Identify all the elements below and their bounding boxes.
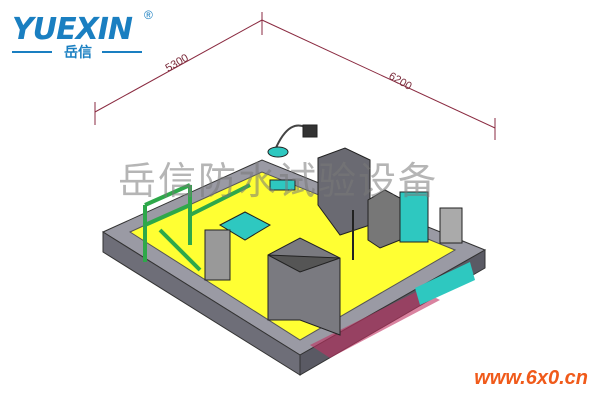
watermark-text: 岳信防水试验设备 <box>118 159 439 203</box>
logo-divider-right <box>102 51 142 53</box>
dimension-length: 6200 <box>387 70 414 93</box>
dimension-lines <box>94 12 496 140</box>
equipment <box>204 124 463 336</box>
logo-divider-left <box>12 51 52 53</box>
rain-frame <box>143 183 251 272</box>
logo-chinese: 岳信 <box>64 45 92 61</box>
website-url: www.6x0.cn <box>474 367 588 389</box>
dimension-width: 5300 <box>164 52 191 75</box>
registered-mark: ® <box>144 8 153 22</box>
logo-wordmark: YUEXIN <box>12 12 133 47</box>
brand-logo: YUEXIN ® 岳信 <box>12 8 162 61</box>
